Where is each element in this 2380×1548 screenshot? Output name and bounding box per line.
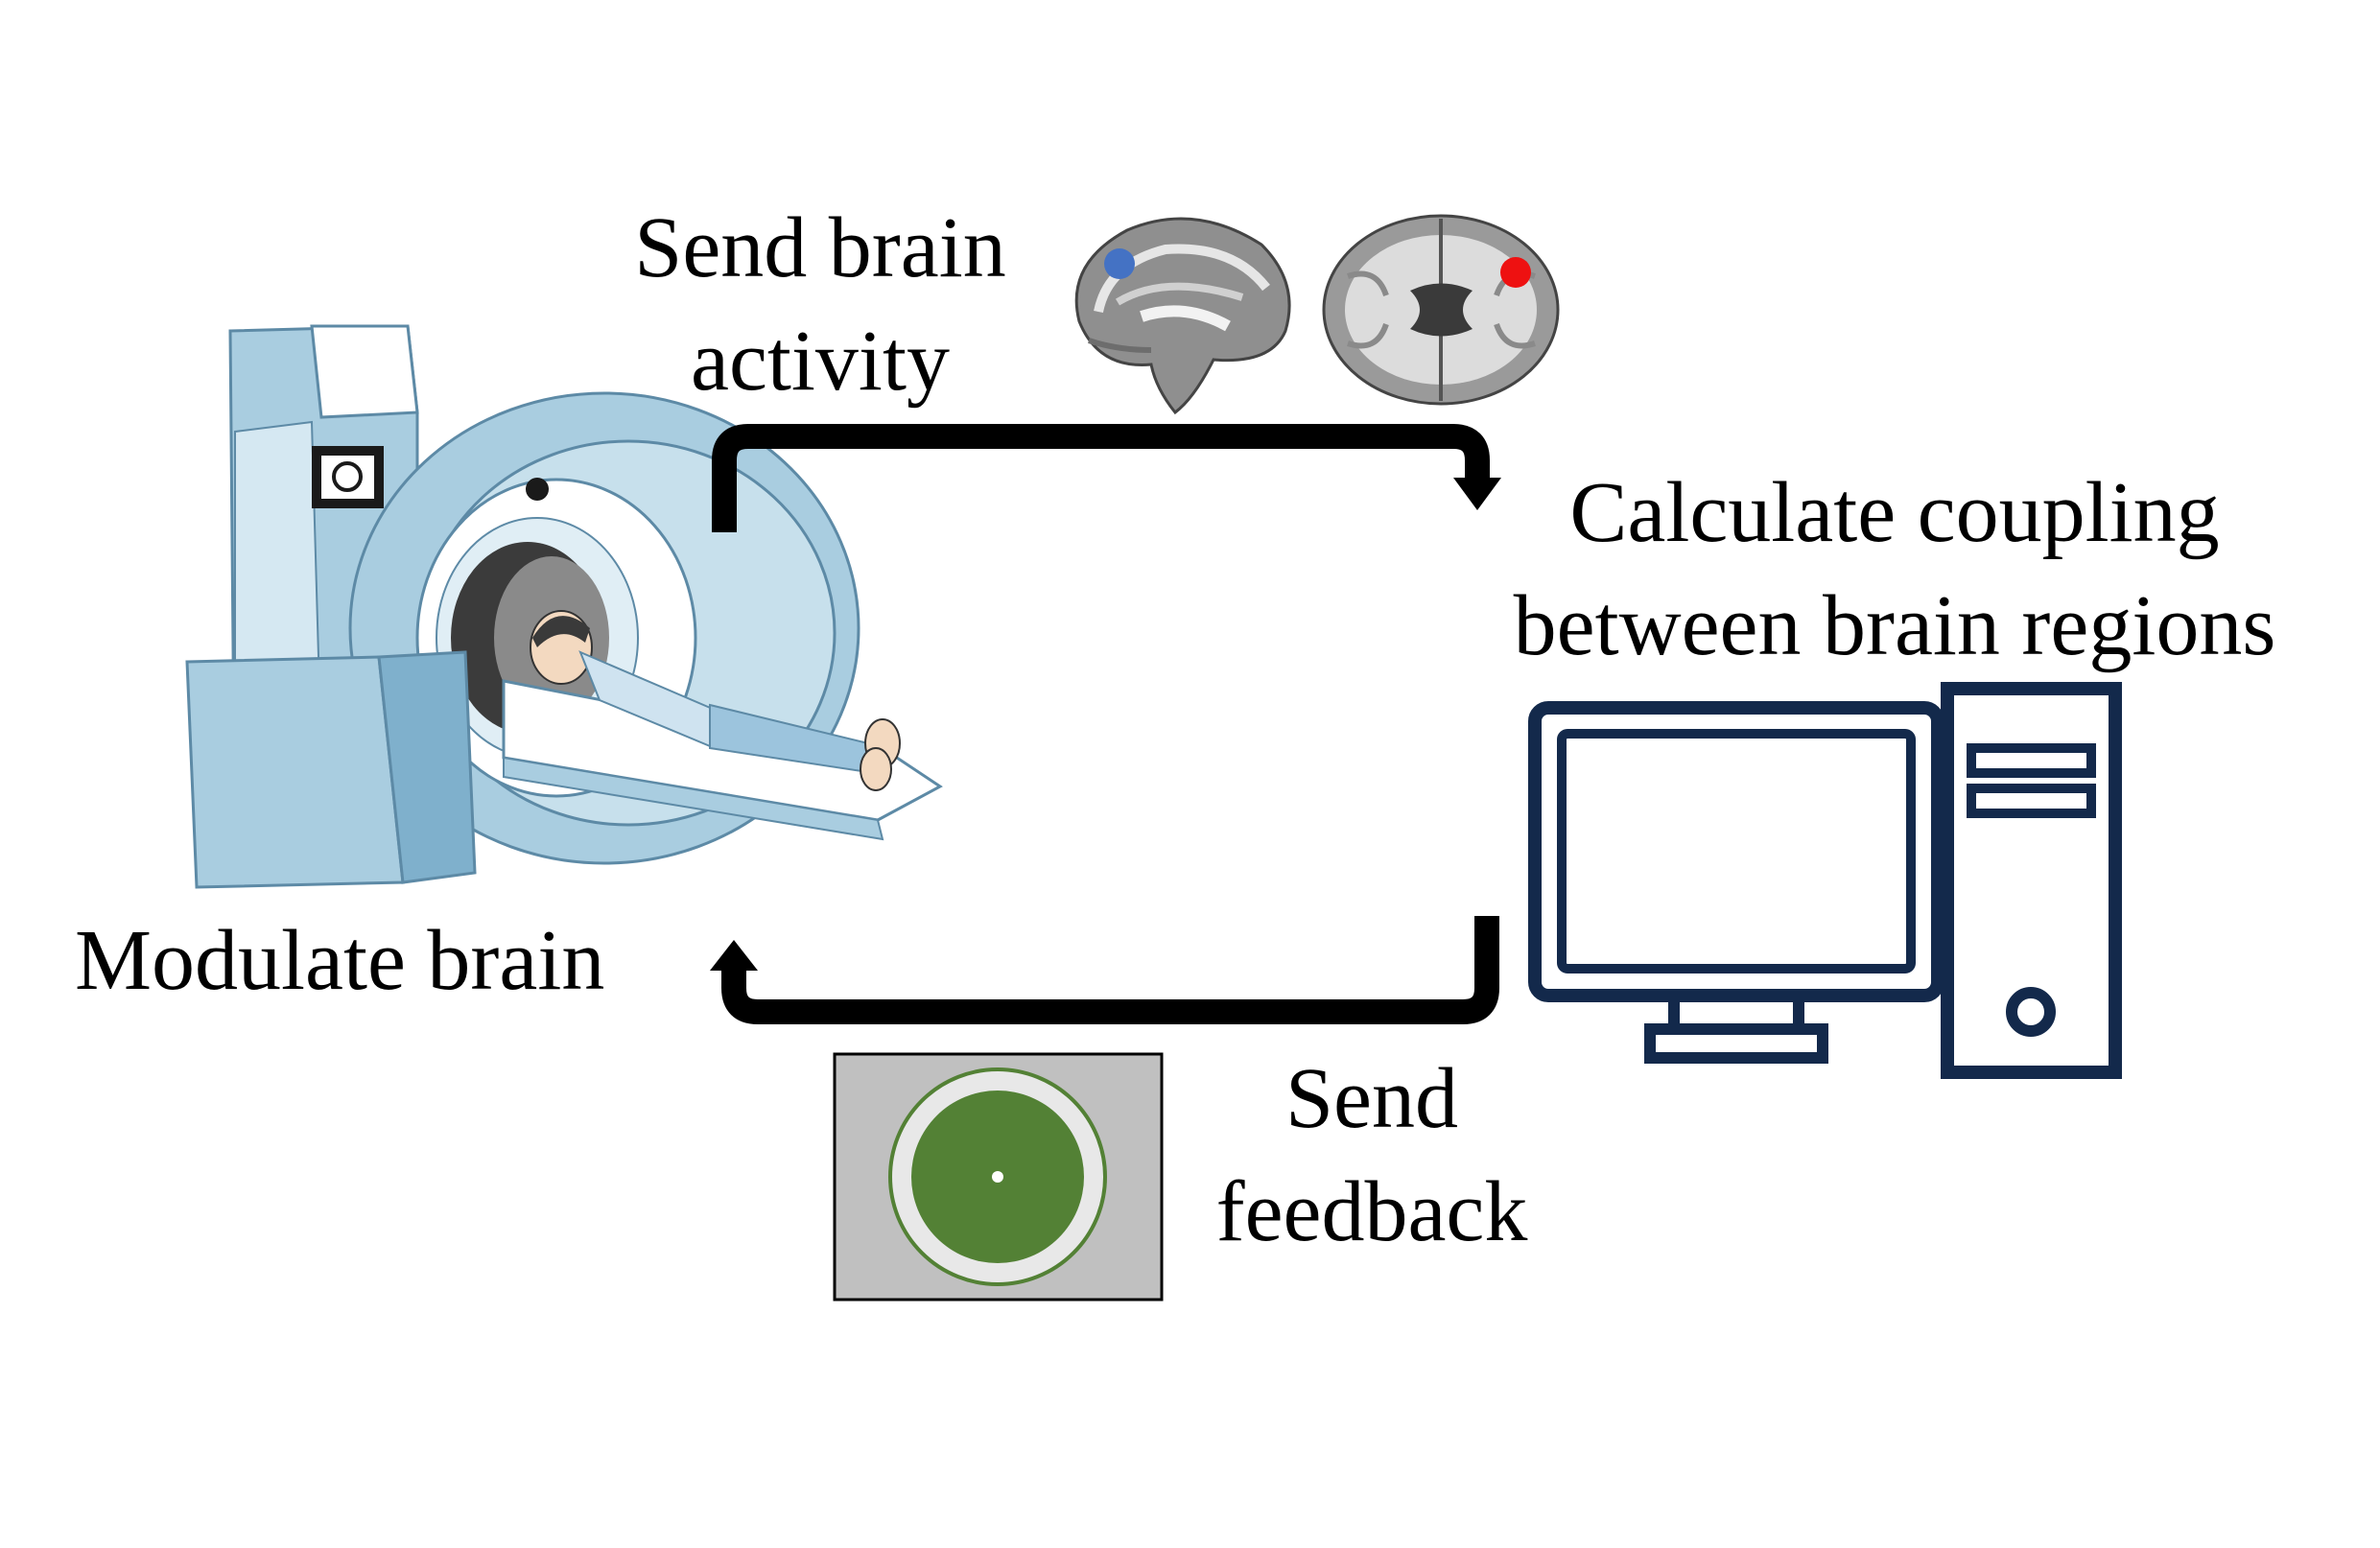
label-line: Modulate brain — [75, 913, 605, 1008]
label-line: Calculate coupling — [1569, 465, 2220, 560]
label-line: between brain regions — [1513, 578, 2276, 673]
calculate-coupling-label: Calculate coupling between brain regions — [1439, 457, 2350, 683]
send-feedback-arrow — [710, 916, 1499, 1024]
send-brain-activity-label: Send brain activity — [604, 192, 1036, 418]
sagittal-brain-slice-icon — [1074, 217, 1291, 415]
desktop-computer-icon — [1528, 682, 2122, 1079]
label-line: Send — [1285, 1051, 1458, 1146]
label-line: Send brain — [634, 200, 1006, 295]
send-feedback-label: Send feedback — [1180, 1043, 1564, 1269]
feedback-display-icon — [833, 1052, 1164, 1302]
label-line: feedback — [1215, 1164, 1528, 1259]
send-activity-arrow — [712, 424, 1501, 532]
label-line: activity — [691, 314, 950, 409]
axial-brain-slice-icon — [1322, 214, 1560, 406]
modulate-brain-label: Modulate brain — [75, 904, 604, 1018]
